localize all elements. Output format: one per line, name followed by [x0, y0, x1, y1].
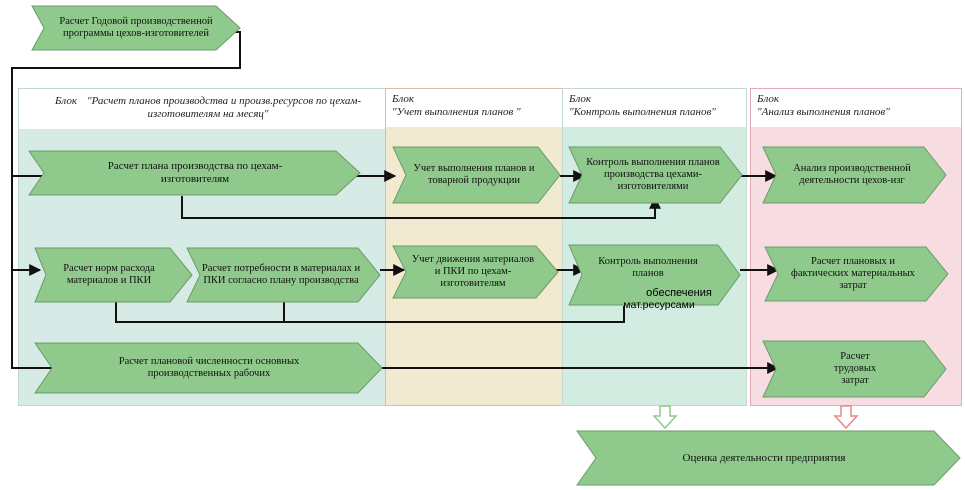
- arrow-analysis: Анализ производственной деятельности цех…: [762, 146, 948, 204]
- down-arrow-green: [652, 405, 678, 430]
- arrow-account-plans: Учет выполнения планов и товарной продук…: [392, 146, 562, 204]
- feed-line: [11, 31, 241, 369]
- block-control-header: Блок"Контроль выполнения планов": [563, 89, 746, 127]
- arrow-control-plans-label: Контроль выполнения планов производства …: [586, 157, 720, 192]
- control-provision-overlay: обеспечения: [646, 287, 712, 299]
- down-arrow-pink: [833, 405, 859, 430]
- block-accounting-title: Блок"Учет выполнения планов ": [392, 93, 521, 118]
- arrow-staff-count: Расчет плановой численности основных про…: [34, 342, 384, 394]
- block-analysis-title: Блок"Анализ выполнения планов": [757, 93, 890, 118]
- arrow-account-plans-label: Учет выполнения планов и товарной продук…: [413, 163, 535, 186]
- arrow-evaluation-label: Оценка деятельности предприятия: [682, 451, 846, 464]
- arrow-material-norms: Расчет норм расхода материалов и ПКИ: [34, 247, 194, 303]
- arrow-account-materials-label: Учет движения материалов и ПКИ по цехам-…: [411, 254, 535, 289]
- arrow-plan-production-label: Расчет плана производства по цехам-изгот…: [107, 160, 283, 185]
- arrow-control-provision-label: Контроль выполнения планов: [598, 256, 698, 279]
- arrow-material-norms-label: Расчет норм расхода материалов и ПКИ: [63, 263, 155, 286]
- arrow-annual-program: Расчет Годовой производственной программ…: [30, 4, 242, 52]
- arrow-plan-production: Расчет плана производства по цехам-изгот…: [28, 150, 362, 196]
- arrow-staff-count-label: Расчет плановой численности основных про…: [118, 356, 300, 379]
- arrow-analysis-label: Анализ производственной деятельности цех…: [793, 163, 911, 186]
- arrow-labor-costs: Расчет трудовых затрат: [762, 340, 948, 398]
- arrow-evaluation: Оценка деятельности предприятия: [576, 430, 962, 486]
- block-planning-header: Блок"Расчет планов производства и произв…: [19, 89, 387, 129]
- arrow-labor-costs-label: Расчет трудовых затрат: [833, 351, 877, 386]
- block-accounting-header: Блок"Учет выполнения планов ": [386, 89, 562, 127]
- arrow-material-costs-label: Расчет плановых и фактических материальн…: [791, 256, 915, 291]
- arrow-material-needs: Расчет потребности в материалах и ПКИ со…: [186, 247, 382, 303]
- block-planning-title: Блок"Расчет планов производства и произв…: [54, 95, 362, 120]
- arrow-control-provision: Контроль выполнения планов: [568, 244, 742, 306]
- arrow-material-needs-label: Расчет потребности в материалах и ПКИ со…: [201, 263, 361, 286]
- control-provision-overlay-2: мат.ресурсами: [623, 299, 695, 311]
- needs-loop: [115, 302, 625, 323]
- arrow-account-materials: Учет движения материалов и ПКИ по цехам-…: [392, 245, 560, 299]
- plan-to-control-loop: [181, 196, 661, 219]
- block-control-title: Блок"Контроль выполнения планов": [569, 93, 716, 118]
- block-analysis-header: Блок"Анализ выполнения планов": [751, 89, 961, 127]
- arrow-control-plans: Контроль выполнения планов производства …: [568, 146, 744, 204]
- arrow-annual-program-label: Расчет Годовой производственной программ…: [59, 16, 213, 39]
- arrow-material-costs: Расчет плановых и фактических материальн…: [764, 246, 950, 302]
